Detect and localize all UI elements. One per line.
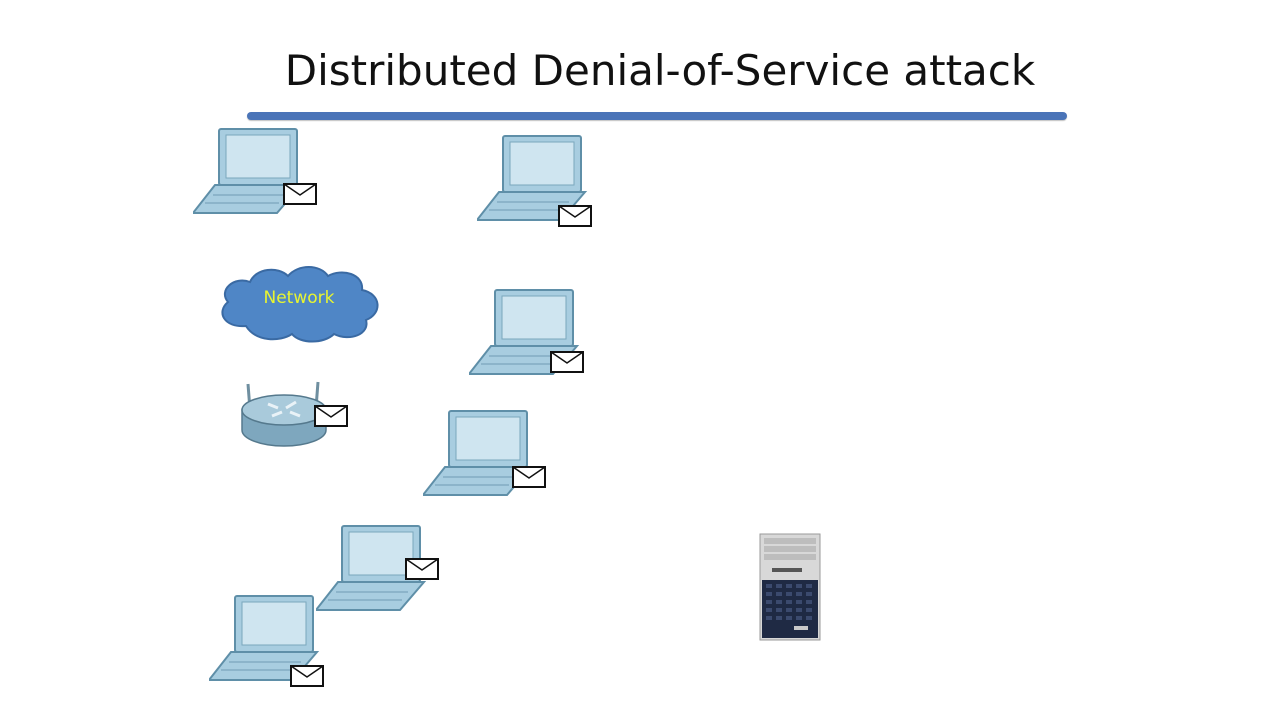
router-icon <box>241 381 327 447</box>
cloud-icon <box>221 266 379 343</box>
server-icon <box>759 533 821 641</box>
envelope-icon <box>290 665 324 687</box>
envelope-icon <box>283 183 317 205</box>
laptop-icon <box>477 135 588 221</box>
envelope-icon <box>314 405 348 427</box>
laptop-icon <box>209 595 320 681</box>
laptop-icon <box>469 289 580 375</box>
title-underline <box>247 112 1067 120</box>
laptop-icon <box>193 128 304 214</box>
network-label: Network <box>263 288 335 308</box>
laptop-icon <box>316 525 427 611</box>
envelope-icon <box>405 558 439 580</box>
slide-title: Distributed Denial-of-Service attack <box>284 46 1036 95</box>
network-cloud: Network <box>216 262 382 344</box>
laptop-icon <box>423 410 534 496</box>
envelope-icon <box>512 466 546 488</box>
envelope-icon <box>550 351 584 373</box>
envelope-icon <box>558 205 592 227</box>
